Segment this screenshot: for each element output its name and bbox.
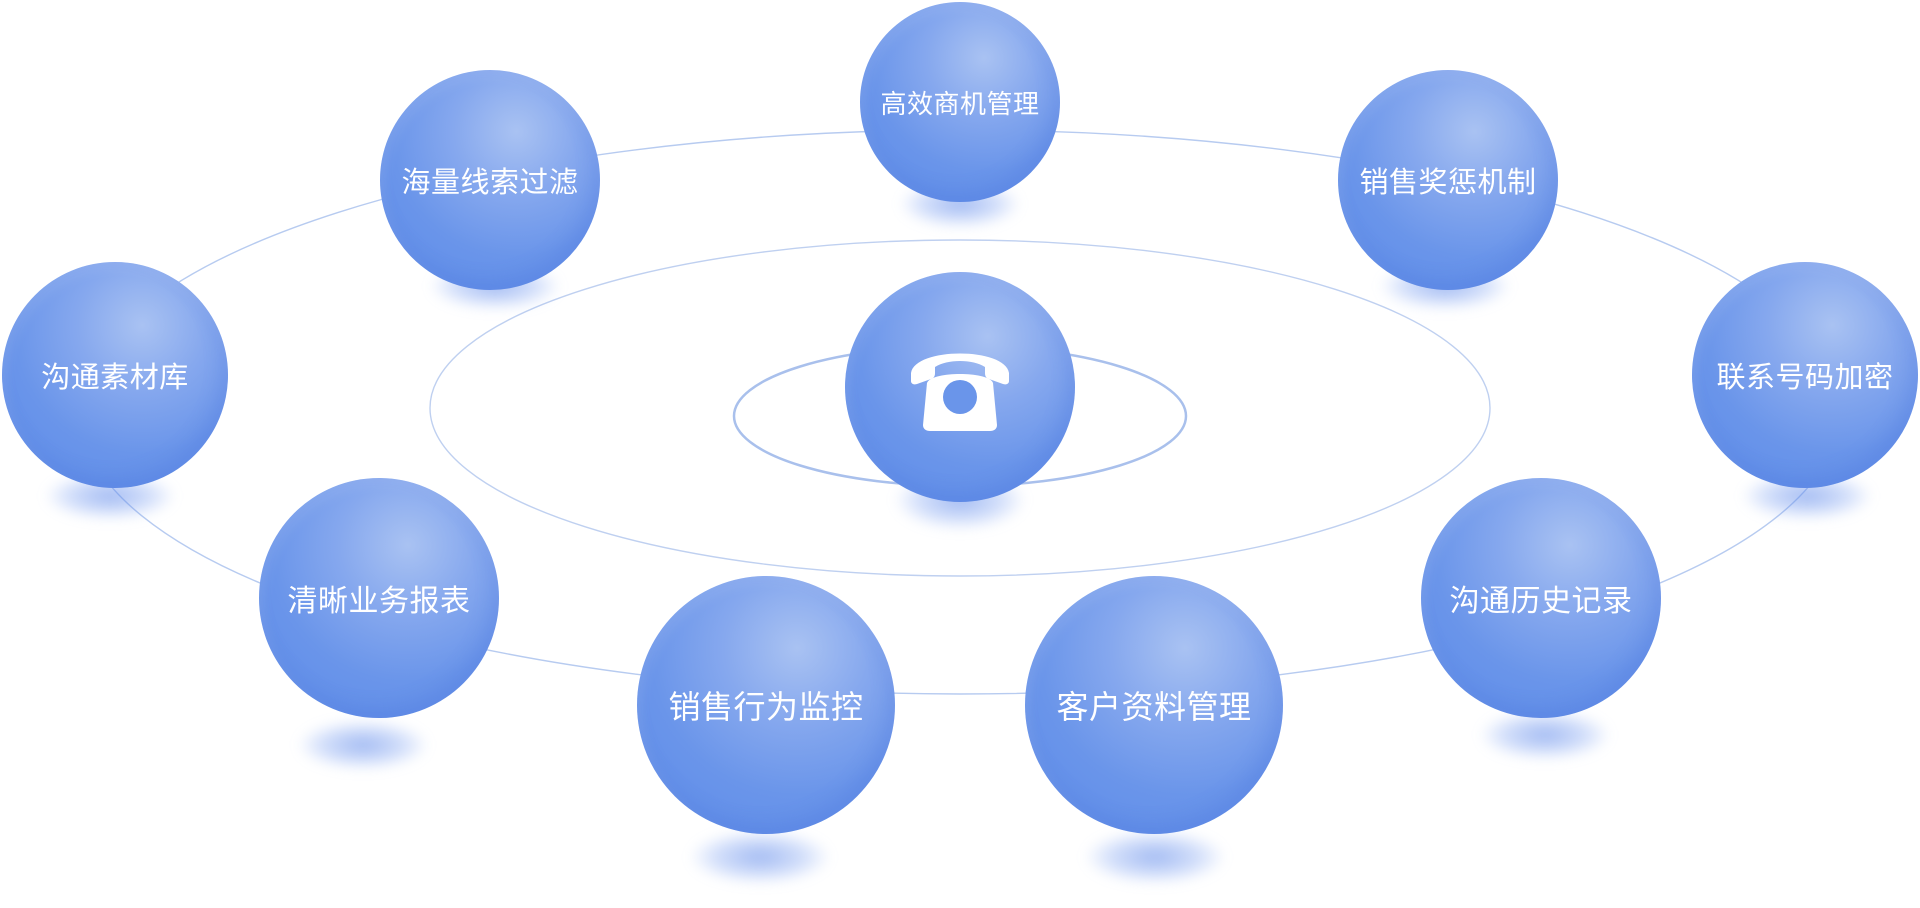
node-shadow	[690, 830, 830, 884]
node-lower-right: 沟通历史记录	[1421, 478, 1661, 718]
node-upper-right: 销售奖惩机制	[1338, 70, 1558, 290]
node-shadow	[1480, 710, 1610, 760]
center-node	[845, 272, 1075, 502]
node-bottom-right: 客户资料管理	[1025, 576, 1283, 834]
node-label: 清晰业务报表	[287, 584, 471, 619]
node-label: 高效商机管理	[880, 89, 1040, 120]
node-label: 沟通历史记录	[1449, 584, 1633, 619]
middle-orbit	[429, 239, 1491, 577]
node-top: 高效商机管理	[860, 2, 1060, 202]
node-label: 销售行为监控	[668, 688, 864, 726]
node-lower-left: 清晰业务报表	[259, 478, 499, 718]
telephone-icon	[911, 353, 1009, 431]
node-right: 联系号码加密	[1692, 262, 1918, 488]
node-bottom-left: 销售行为监控	[637, 576, 895, 834]
node-label: 联系号码加密	[1716, 360, 1894, 394]
node-upper-left: 海量线索过滤	[380, 70, 600, 290]
node-shadow	[298, 720, 428, 770]
node-label: 沟通素材库	[41, 360, 189, 394]
node-shadow	[1085, 830, 1225, 884]
node-label: 客户资料管理	[1056, 688, 1252, 726]
node-left: 沟通素材库	[2, 262, 228, 488]
node-label: 销售奖惩机制	[1359, 165, 1537, 199]
node-label: 海量线索过滤	[401, 165, 579, 199]
